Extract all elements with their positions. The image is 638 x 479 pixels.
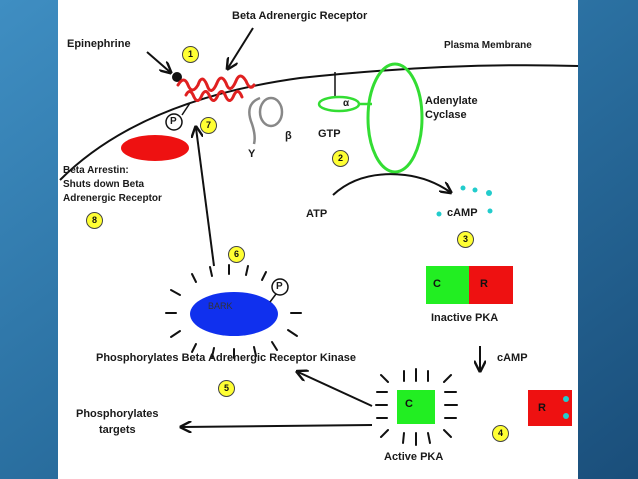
- active-pka-label: Active PKA: [384, 451, 444, 463]
- inactive-pka-c-label: C: [433, 278, 441, 290]
- inactive-pka-label: Inactive PKA: [431, 312, 499, 324]
- bound-camp-1: [563, 396, 569, 402]
- beta-arrestin-label-2: Shuts down Beta: [63, 179, 145, 190]
- alpha-label: α: [343, 98, 350, 109]
- pka-to-bark-arrow: [298, 372, 373, 407]
- active-pka-rays: [375, 368, 458, 446]
- camp-arrow-label: cAMP: [497, 352, 528, 364]
- step-1-badge: 1: [182, 46, 199, 63]
- step-3-badge: 3: [457, 231, 474, 248]
- camp-molecules: [436, 185, 493, 217]
- adenylate-cyclase: [366, 62, 424, 174]
- phosphorylates-bark-label: Phosphorylates Beta Adrenergic Receptor …: [96, 352, 357, 364]
- pka-to-targets-arrow: [182, 425, 373, 427]
- beta-label: β: [285, 130, 292, 142]
- inactive-pka-c-box: [426, 266, 469, 304]
- phosphate-bark-label: P: [276, 281, 283, 292]
- adenylate-cyclase-label-1: Adenylate: [425, 95, 478, 107]
- epinephrine-molecule: [172, 72, 182, 82]
- free-r-box: [528, 390, 572, 426]
- atp-to-camp-arrow: [332, 173, 450, 196]
- adenylate-cyclase-label-2: Cyclase: [425, 109, 467, 121]
- step-2-badge: 2: [332, 150, 349, 167]
- bark-phosphate-link: [269, 293, 277, 303]
- phosphorylates-targets-label-1: Phosphorylates: [76, 408, 159, 420]
- step-5-badge: 5: [218, 380, 235, 397]
- receptor-tail: [181, 102, 191, 116]
- free-r-label: R: [538, 402, 546, 414]
- beta-arrestin: [121, 135, 189, 161]
- beta-adrenergic-receptor: [176, 74, 256, 102]
- bark-rays: [165, 264, 302, 359]
- active-pka-c-label: C: [405, 398, 413, 410]
- step-4-badge: 4: [492, 425, 509, 442]
- atp-label: ATP: [306, 208, 328, 220]
- gamma-label: Y: [248, 148, 256, 160]
- g-protein-beta: [258, 96, 284, 128]
- inactive-pka-r-label: R: [480, 278, 488, 290]
- active-pka-c-box: [397, 390, 435, 424]
- phosphate-receptor-label: P: [170, 116, 177, 127]
- beta-adrenergic-receptor-label: Beta Adrenergic Receptor: [232, 10, 368, 22]
- epinephrine-label: Epinephrine: [67, 38, 131, 50]
- plasma-membrane-label: Plasma Membrane: [444, 40, 532, 51]
- gtp-label: GTP: [318, 128, 341, 140]
- step-6-badge: 6: [228, 246, 245, 263]
- beta-arrestin-label-3: Adrenergic Receptor: [63, 193, 162, 204]
- camp-label: cAMP: [447, 207, 478, 219]
- step-8-badge: 8: [86, 212, 103, 229]
- bark-kinase: [190, 292, 278, 336]
- diagram-panel: [58, 0, 578, 479]
- g-alpha: [317, 95, 361, 113]
- epinephrine-arrow: [146, 51, 170, 72]
- bark-label: BARK: [208, 301, 233, 311]
- receptor-pointer-arrow: [228, 27, 254, 68]
- bound-camp-2: [563, 413, 569, 419]
- beta-arrestin-label-1: Beta Arrestin:: [63, 165, 129, 176]
- step-7-badge: 7: [200, 117, 217, 134]
- phosphate-receptor: [165, 113, 183, 131]
- g-protein-gamma: [248, 96, 261, 145]
- phosphate-bark: [271, 278, 289, 296]
- plasma-membrane: [59, 64, 579, 181]
- inactive-pka-r-box: [469, 266, 513, 304]
- bark-to-receptor-arrow: [196, 128, 215, 267]
- phosphorylates-targets-label-2: targets: [99, 424, 136, 436]
